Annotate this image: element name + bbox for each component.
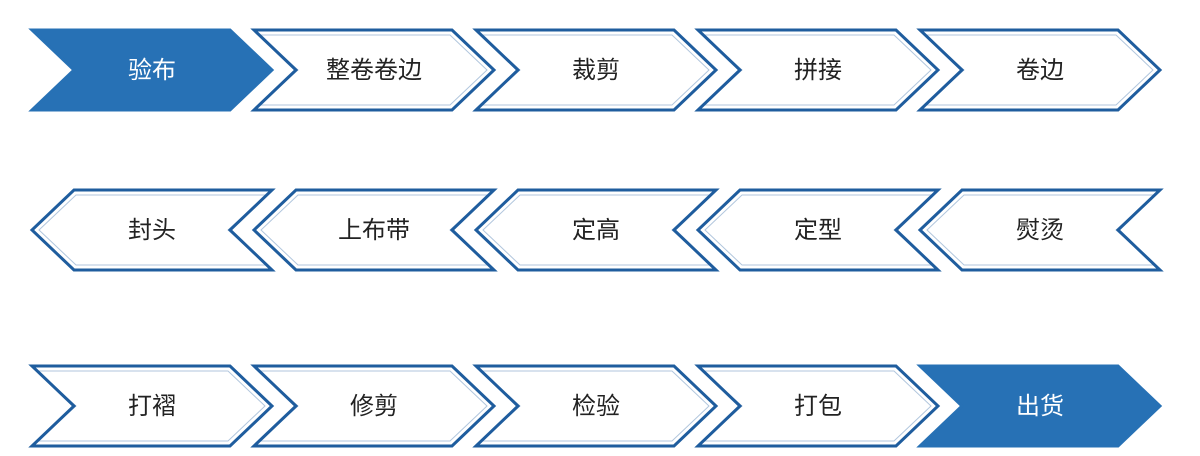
chevron-inner-border [926, 194, 1157, 266]
chevron-inner-border [923, 34, 1154, 106]
process-step-label: 出货 [1016, 392, 1064, 420]
process-step-label: 定高 [572, 216, 620, 244]
process-row-1: 卷边 拼接 裁剪 整卷卷边 验布 [28, 28, 1163, 112]
process-row-3: 出货 打包 检验 修剪 打褶 [28, 364, 1163, 448]
process-step: 熨烫 [917, 188, 1164, 272]
chevron-shape [694, 364, 941, 448]
process-step-label: 打包 [794, 392, 842, 420]
process-step: 打褶 [28, 364, 275, 448]
process-step-label: 拼接 [794, 56, 842, 84]
process-step-label: 修剪 [350, 392, 398, 420]
process-step-label: 卷边 [1016, 56, 1064, 84]
process-step-label: 定型 [794, 216, 842, 244]
process-step: 裁剪 [472, 28, 719, 112]
chevron-inner-border [482, 194, 713, 266]
chevron-shape [251, 188, 498, 272]
chevron-inner-border [704, 194, 935, 266]
process-step-label: 验布 [128, 56, 176, 84]
chevron-inner-border [479, 370, 710, 442]
process-step: 定高 [473, 188, 720, 272]
process-step-label: 熨烫 [1016, 216, 1064, 244]
chevron-inner-border [257, 370, 488, 442]
process-step: 修剪 [250, 364, 497, 448]
chevron-shape [28, 28, 275, 112]
process-step: 定型 [695, 188, 942, 272]
process-step: 封头 [29, 188, 276, 272]
chevron-shape [472, 28, 719, 112]
process-step: 验布 [28, 28, 275, 112]
chevron-shape [695, 188, 942, 272]
chevron-shape [28, 364, 275, 448]
process-step: 整卷卷边 [250, 28, 497, 112]
process-step: 出货 [916, 364, 1163, 448]
chevron-shape [917, 188, 1164, 272]
chevron-shape [473, 188, 720, 272]
chevron-inner-border [701, 370, 932, 442]
chevron-shape [472, 364, 719, 448]
chevron-inner-border [38, 194, 269, 266]
process-step: 上布带 [251, 188, 498, 272]
chevron-inner-border [701, 34, 932, 106]
process-step-label: 封头 [128, 216, 176, 244]
process-step: 卷边 [916, 28, 1163, 112]
process-step: 打包 [694, 364, 941, 448]
chevron-shape [916, 364, 1163, 448]
process-step-label: 整卷卷边 [326, 56, 422, 84]
chevron-shape [29, 188, 276, 272]
chevron-shape [916, 28, 1163, 112]
process-row-2: 封头 上布带 定高 定型 熨烫 [29, 188, 1164, 272]
process-step: 拼接 [694, 28, 941, 112]
process-step-label: 上布带 [338, 216, 410, 244]
process-step-label: 裁剪 [572, 56, 620, 84]
chevron-inner-border [257, 34, 488, 106]
chevron-inner-border [260, 194, 491, 266]
chevron-shape [694, 28, 941, 112]
chevron-shape [250, 364, 497, 448]
chevron-inner-border [479, 34, 710, 106]
chevron-inner-border [35, 370, 266, 442]
process-step-label: 打褶 [128, 392, 176, 420]
process-step-label: 检验 [572, 392, 620, 420]
chevron-shape [250, 28, 497, 112]
process-step: 检验 [472, 364, 719, 448]
